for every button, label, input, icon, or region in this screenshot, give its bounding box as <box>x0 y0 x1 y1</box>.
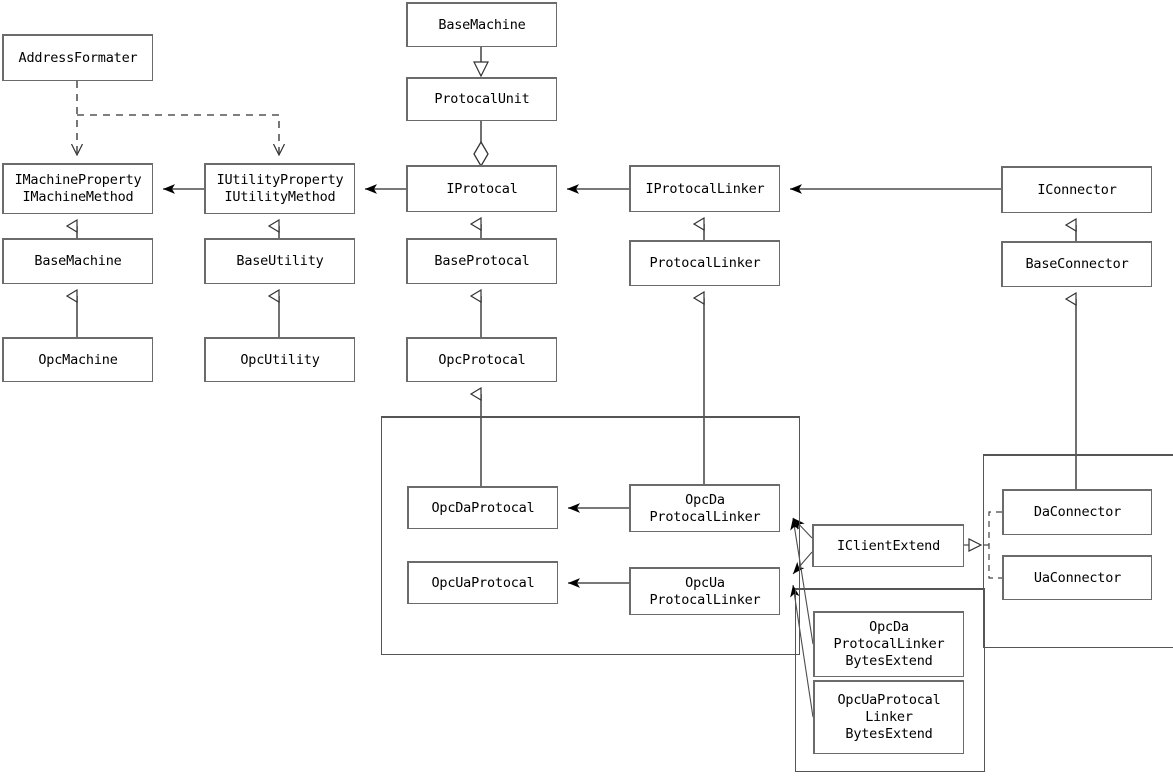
class-node-opcuaprotocallinkerbytesextend[interactable]: OpcUaProtocal Linker BytesExtend <box>813 680 964 754</box>
class-node-iutilityproperty[interactable]: IUtilityProperty IUtilityMethod <box>204 163 355 214</box>
class-node-baseconnector[interactable]: BaseConnector <box>1001 241 1152 287</box>
package-bytes-extend-group <box>795 588 985 772</box>
class-node-protocallinker[interactable]: ProtocalLinker <box>629 240 780 286</box>
package-connector-group <box>983 454 1173 648</box>
edge-connectors-iclientextend <box>964 511 1002 579</box>
class-node-opcuaprotocal[interactable]: OpcUaProtocal <box>407 561 558 604</box>
class-node-baseutility[interactable]: BaseUtility <box>204 238 355 284</box>
edge-generalizations-opc <box>77 296 482 337</box>
class-node-uaconnector[interactable]: UaConnector <box>1002 555 1152 600</box>
class-node-opcprotocal[interactable]: OpcProtocal <box>406 337 557 382</box>
class-node-baseprotocal[interactable]: BaseProtocal <box>406 238 557 284</box>
class-node-opcmachine[interactable]: OpcMachine <box>2 337 153 382</box>
edge-bytesextend-linkers <box>790 517 814 718</box>
edge-protocalunit-iprotocal <box>473 121 489 168</box>
class-node-daconnector[interactable]: DaConnector <box>1002 489 1152 535</box>
class-node-iprotocal[interactable]: IProtocal <box>406 165 557 212</box>
class-node-opcdaprotocal[interactable]: OpcDaProtocal <box>407 486 558 529</box>
package-protocal-linker-group <box>381 416 800 655</box>
class-node-iclientextend[interactable]: IClientExtend <box>812 524 964 567</box>
class-node-opcuaprotocallinker[interactable]: OpcUa ProtocalLinker <box>629 567 780 615</box>
class-node-imachineproperty[interactable]: IMachineProperty IMachineMethod <box>2 163 153 214</box>
class-node-basemachine[interactable]: BaseMachine <box>2 238 153 284</box>
edge-realizations-base <box>77 224 1077 241</box>
class-node-opcutility[interactable]: OpcUtility <box>204 337 355 382</box>
edge-addressformater-dependencies <box>77 81 279 155</box>
edge-linker-to-protocal <box>568 503 629 588</box>
class-node-basemachine-top[interactable]: BaseMachine <box>406 2 557 47</box>
class-node-opcdaprotocallinkerbytesextend[interactable]: OpcDa ProtocalLinker BytesExtend <box>813 611 964 677</box>
class-node-iconnector[interactable]: IConnector <box>1001 166 1152 213</box>
class-node-iprotocallinker[interactable]: IProtocalLinker <box>629 165 780 212</box>
class-node-addressformater[interactable]: AddressFormater <box>2 34 153 81</box>
class-node-opcdaprotocallinker[interactable]: OpcDa ProtocalLinker <box>629 484 780 532</box>
class-node-protocalunit[interactable]: ProtocalUnit <box>406 77 557 121</box>
edge-basemachine-protocalunit <box>473 47 489 78</box>
